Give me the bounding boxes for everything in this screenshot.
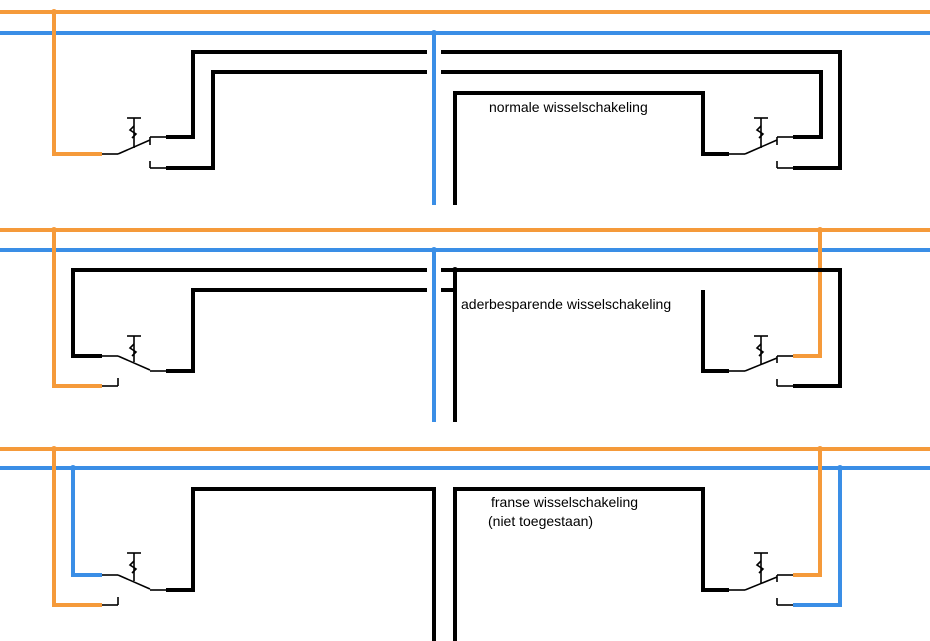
section-label-note: (niet toegestaan) [488,513,593,529]
traveler-wire-2 [166,70,427,170]
section-label: aderbesparende wisselschakeling [461,296,671,312]
toggle-switch-icon [102,552,166,606]
toggle-switch-icon [102,117,166,169]
switch-wire-right [701,290,729,373]
neutral-drop-wire [71,468,102,577]
toggle-switch-icon [729,335,793,387]
section-french-switching: franse wisselschakeling (niet toegestaan… [0,446,930,641]
switch-wire [166,288,427,373]
toggle-switch-icon [102,335,166,387]
section-normal-switching: normale wisselschakeling [0,9,930,205]
section-label: franse wisselschakeling [491,494,638,510]
phase-drop-wire [52,230,102,388]
lamp-return-wire [453,91,729,205]
traveler-wire-1 [166,50,427,139]
traveler-wire-2-continued [441,70,823,139]
neutral-drop-wire [793,468,842,607]
section-label: normale wisselschakeling [489,99,648,115]
phase-drop-wire [52,449,102,607]
toggle-switch-icon [729,552,793,606]
lamp-return-wire [453,487,729,641]
phase-drop-wire [52,12,102,156]
toggle-switch-icon [729,117,793,169]
shared-traveler-wire-continued [441,268,842,388]
traveler-wire-1-continued [441,50,842,170]
phase-drop-wire [793,449,822,577]
section-wire-saving-switching: aderbesparende wisselschakeling [0,227,930,422]
shared-traveler-wire [71,268,427,358]
lamp-feed-wire [166,487,436,641]
